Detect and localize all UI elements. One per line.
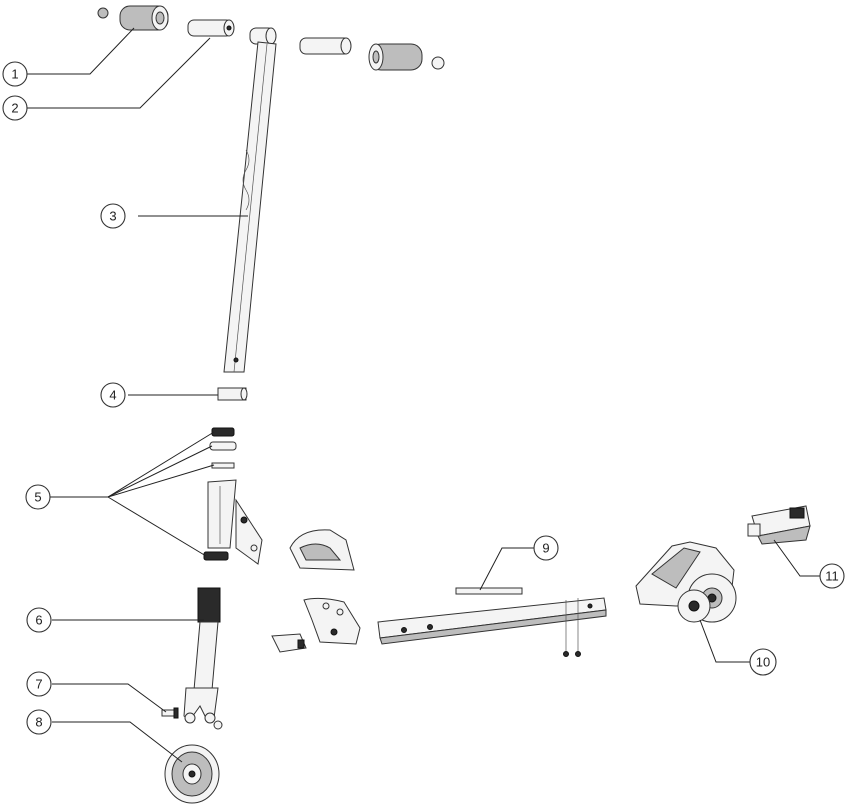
- right-bar-tube: [300, 38, 351, 54]
- callout-9: 9: [534, 536, 558, 560]
- axle-bolt: [162, 708, 178, 718]
- leader-7: [52, 684, 166, 712]
- latch-plate: [272, 634, 306, 652]
- callout-4: 4: [101, 383, 125, 407]
- battery-unit: [748, 506, 810, 544]
- callout-6: 6: [27, 608, 51, 632]
- callout-11-label: 11: [825, 569, 839, 584]
- clamp-body: [208, 480, 262, 564]
- callout-3-label: 3: [109, 209, 116, 224]
- headset-parts: [204, 428, 262, 564]
- leader-10: [700, 620, 750, 662]
- callout-1-label: 1: [11, 67, 18, 82]
- fork-grip-sleeve: [198, 588, 220, 622]
- right-end-cap: [432, 57, 444, 69]
- callout-5-label: 5: [34, 490, 41, 505]
- left-bar-tube: [188, 20, 234, 36]
- rear-wheel-assembly: [636, 542, 736, 622]
- steering-tube: [224, 42, 276, 372]
- left-end-cap: [98, 8, 108, 18]
- callout-2-label: 2: [11, 101, 18, 116]
- callout-10: 10: [750, 649, 776, 675]
- right-grip: [369, 44, 422, 70]
- clamp-insert: [218, 388, 247, 400]
- callout-7: 7: [27, 672, 51, 696]
- callout-8: 8: [27, 710, 51, 734]
- leader-11: [774, 540, 820, 576]
- callout-4-label: 4: [109, 388, 116, 403]
- callout-3: 3: [101, 204, 125, 228]
- callout-11: 11: [820, 564, 844, 588]
- t-bar-center: [250, 28, 276, 44]
- leader-5a: [108, 432, 214, 497]
- callout-1: 1: [3, 62, 27, 86]
- axle-nut: [214, 721, 222, 729]
- leader-5c: [108, 465, 214, 497]
- callout-10-label: 10: [756, 655, 770, 670]
- leader-lines: [27, 28, 820, 762]
- callout-7-label: 7: [35, 677, 42, 692]
- folding-bracket: [304, 598, 360, 644]
- fork: [184, 588, 220, 723]
- callout-8-label: 8: [35, 715, 42, 730]
- leader-1: [27, 28, 134, 74]
- deck: [378, 598, 606, 644]
- leader-9: [480, 548, 534, 590]
- leader-5b: [108, 446, 212, 497]
- front-wheel: [165, 745, 219, 803]
- callout-5: 5: [26, 485, 50, 509]
- callout-2: 2: [3, 96, 27, 120]
- leader-8: [52, 722, 182, 762]
- callout-9-label: 9: [542, 541, 549, 556]
- left-grip: [120, 6, 168, 30]
- leader-2: [27, 38, 210, 108]
- callout-6-label: 6: [35, 613, 42, 628]
- leader-5d: [108, 497, 206, 556]
- folding-latch-cover: [290, 530, 354, 570]
- deck-grip-tape: [456, 588, 522, 594]
